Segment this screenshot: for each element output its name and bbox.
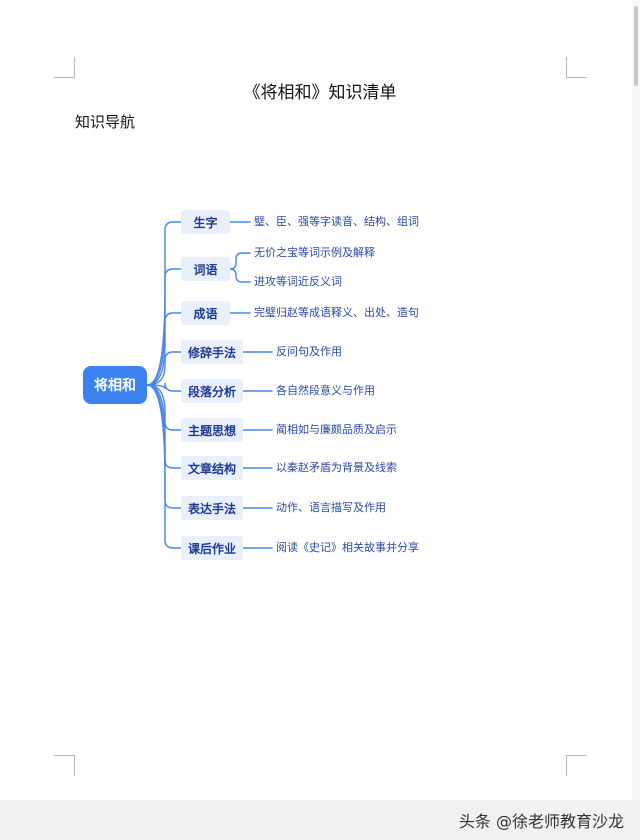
root-branch-connector — [146, 351, 182, 386]
section-heading: 知识导航 — [75, 113, 136, 131]
mindmap-leaf-text: 完璧归赵等成语释义、出处、造句 — [254, 306, 419, 319]
page-corner-mark — [566, 755, 587, 776]
root-branch-connector — [146, 384, 182, 549]
vertical-scrollbar[interactable] — [632, 0, 640, 840]
mindmap-leaf-text: 进攻等词近反义词 — [254, 275, 342, 288]
watermark-text: 头条 @徐老师教育沙龙 — [458, 812, 624, 831]
mindmap-branch-node: 生字 — [181, 210, 230, 234]
mindmap-leaf-text: 以秦赵矛盾为背景及线索 — [276, 461, 397, 474]
document-title: 《将相和》知识清单 — [243, 83, 397, 103]
page-corner-mark — [54, 755, 75, 776]
root-branch-connector — [146, 382, 182, 392]
page-corner-mark — [566, 57, 587, 78]
scrollbar-thumb[interactable] — [634, 6, 638, 86]
mindmap-root-node: 将相和 — [83, 366, 147, 404]
mindmap-branch-node: 词语 — [181, 257, 230, 281]
mindmap-branch-node: 表达手法 — [181, 496, 243, 520]
mindmap-branch-node: 段落分析 — [181, 379, 243, 403]
mindmap-branch-node: 修辞手法 — [181, 340, 243, 364]
mindmap-leaf-text: 各自然段意义与作用 — [276, 384, 375, 397]
root-branch-connector — [146, 268, 182, 386]
mindmap-leaf-text: 蔺相如与廉颇品质及启示 — [276, 423, 397, 436]
root-branch-connector — [146, 312, 182, 386]
mindmap-leaf-text: 璧、臣、强等字读音、结构、组词 — [254, 215, 419, 228]
mindmap-leaf-text: 无价之宝等词示例及解释 — [254, 246, 375, 259]
mindmap-branch-node: 课后作业 — [181, 536, 243, 560]
mindmap-leaf-text: 反问句及作用 — [276, 345, 342, 358]
mindmap-leaf-text: 动作、语言描写及作用 — [276, 501, 386, 514]
page-corner-mark — [54, 57, 75, 78]
branch-leaf-connector — [217, 268, 251, 283]
mindmap-leaf-text: 阅读《史记》相关故事并分享 — [276, 541, 419, 554]
mindmap-branch-node: 成语 — [181, 301, 230, 325]
mindmap-branch-node: 主题思想 — [181, 418, 243, 442]
mindmap-branch-node: 文章结构 — [181, 456, 243, 480]
footer-bar: 头条 @徐老师教育沙龙 — [0, 800, 640, 840]
